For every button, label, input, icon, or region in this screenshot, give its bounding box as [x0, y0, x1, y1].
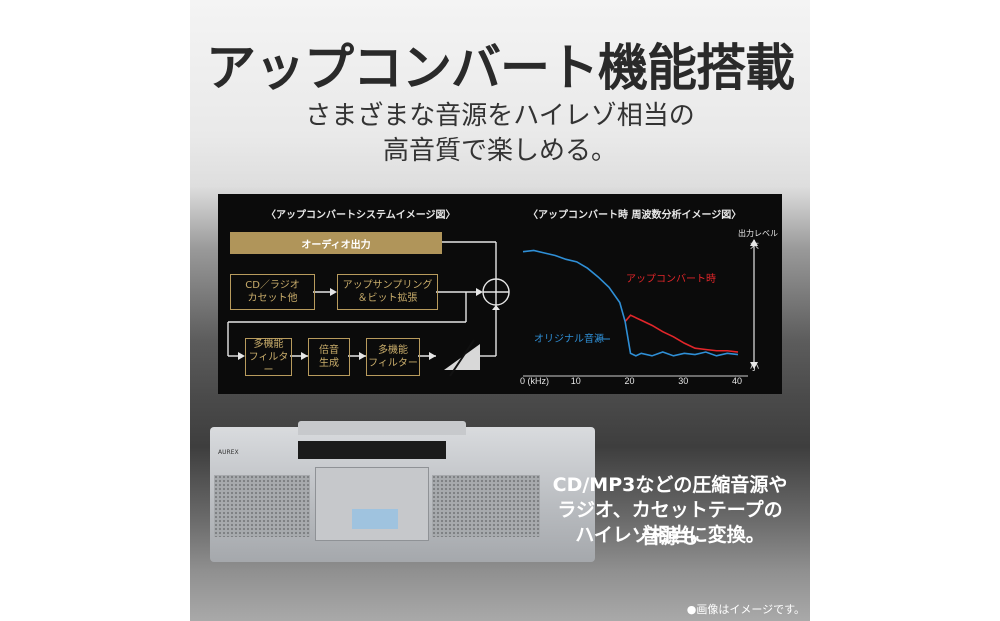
- subtitle-line1: さまざまな音源をハイレゾ相当の: [305, 101, 695, 131]
- display-strip: [298, 441, 446, 459]
- left-speaker: [214, 475, 310, 537]
- harmonic-line2: 生成: [319, 358, 339, 369]
- system-diagram-caption: 〈アップコンバートシステムイメージ図〉: [266, 210, 456, 221]
- frequency-chart-caption: 〈アップコンバート時 周波数分析イメージ図〉: [528, 210, 742, 221]
- y-bottom-label: 小: [750, 362, 759, 372]
- series-line: [522, 249, 739, 357]
- x-tick-label: 10: [571, 376, 581, 386]
- filter1-line2: フィルター: [248, 351, 289, 376]
- diagram-panel: 〈アップコンバートシステムイメージ図〉 〈アップコンバート時 周波数分析イメージ…: [218, 194, 782, 394]
- cd-lid: [298, 421, 466, 435]
- ylabel: 出力レベル: [738, 228, 778, 238]
- audio-output-box: オーディオ出力: [230, 232, 442, 254]
- headline: アップコンバート機能搭載: [206, 39, 795, 97]
- filter1-line1: 多機能: [253, 338, 284, 350]
- cd-radio-cassette-image: AUREX: [210, 421, 595, 562]
- series-label-upconvert: アップコンバート時: [626, 273, 716, 285]
- upsample-line1: アップサンプリング: [342, 280, 433, 291]
- x-tick-label: 40: [732, 376, 742, 386]
- x-tick-label: 30: [678, 376, 688, 386]
- radio-brand: AUREX: [218, 449, 239, 456]
- upsampling-box: アップサンプリング ＆ビット拡張: [337, 274, 438, 310]
- feature-text-line1: CD/MP3などの圧縮音源や: [552, 474, 788, 496]
- x-tick-label: 0 (kHz): [520, 376, 549, 386]
- filter-box-2: 多機能フィルター: [366, 338, 420, 376]
- image-note: ●画像はイメージです。: [686, 603, 805, 616]
- feature-text-line3: ハイレゾ相当に変換。: [575, 524, 765, 546]
- upsample-line2: ＆ビット拡張: [357, 293, 418, 304]
- x-tick-label: 20: [625, 376, 635, 386]
- series-label-original: オリジナル音源: [534, 332, 604, 345]
- feature-text-line2: ラジオ、カセットテープの音源も: [557, 499, 783, 548]
- right-speaker: [432, 475, 540, 537]
- subtitle-line2: 高音質で楽しめる。: [382, 136, 617, 166]
- harmonic-line1: 倍音: [319, 345, 339, 356]
- source-line2: カセット他: [247, 293, 298, 304]
- filter-box-1: 多機能フィルター: [245, 338, 292, 376]
- cassette-deck: [315, 467, 429, 541]
- filter2-line1: 多機能: [378, 345, 408, 356]
- hero-panel: アップコンバート機能搭載 さまざまな音源をハイレゾ相当の 高音質で楽しめる。 〈…: [190, 0, 810, 621]
- y-top-label: 大: [750, 239, 759, 250]
- series-line: [624, 314, 739, 353]
- cassette-lcd: [352, 509, 398, 529]
- frequency-chart: 出力レベル 大 小 0 (kHz) 10 20 30 40 アップコンバート時 オリジナ…: [520, 228, 778, 386]
- source-box: CD／ラジオカセット他: [230, 274, 315, 310]
- filter2-line2: フィルター: [368, 358, 418, 369]
- harmonic-box: 倍音生成: [308, 338, 350, 376]
- source-line1: CD／ラジオ: [245, 280, 300, 291]
